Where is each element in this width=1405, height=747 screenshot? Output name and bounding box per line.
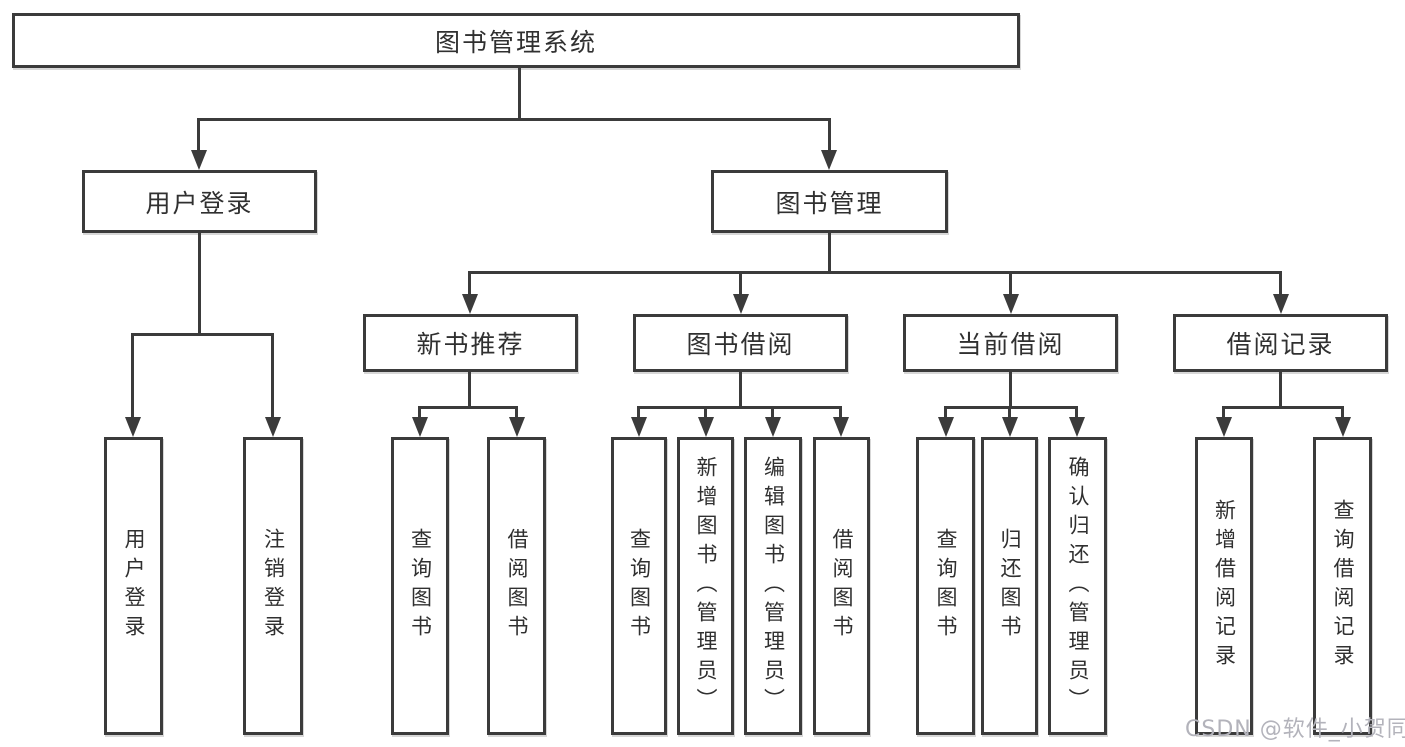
node-label: 当前借阅 [956,330,1065,359]
connector-line [839,406,842,418]
connector-line [468,271,471,295]
node-label: 查询借阅记录 [1331,499,1355,673]
arrow-down-icon [1273,294,1289,314]
leaf-query-books: 查询图书 [611,437,667,735]
node-current-borrow: 当前借阅 [903,314,1118,372]
node-label: 借阅记录 [1226,330,1335,359]
connector-line [418,406,421,418]
arrow-down-icon [509,417,525,437]
node-label: 新增借阅记录 [1212,499,1237,673]
connector-line [418,406,518,409]
arrow-down-icon [1335,417,1351,437]
connector-line [1009,271,1012,295]
connector-line [739,372,742,409]
node-label: 借阅图书 [830,528,854,644]
leaf-logout: 注销登录 [243,437,303,735]
arrow-down-icon [1216,417,1232,437]
connector-line [1341,406,1344,418]
arrow-down-icon [191,150,207,170]
node-borrow-record: 借阅记录 [1173,314,1388,372]
connector-line [828,118,831,151]
leaf-confirm-return-admin: 确认归还（管理员） [1048,437,1107,735]
node-label: 查询图书 [627,528,652,644]
leaf-query-borrow-record: 查询借阅记录 [1313,437,1372,735]
node-user-login: 用户登录 [82,170,317,233]
connector-line [1075,406,1078,418]
connector-line [468,372,471,409]
connector-line [518,68,521,119]
leaf-user-login: 用户登录 [104,437,163,735]
arrow-down-icon [938,417,954,437]
connector-line [1222,406,1225,418]
node-label: 新书推荐 [416,330,525,359]
arrow-down-icon [1002,417,1018,437]
arrow-down-icon [462,294,478,314]
leaf-add-borrow-record: 新增借阅记录 [1195,437,1253,735]
node-label: 用户登录 [122,528,146,644]
leaf-borrow-books: 借阅图书 [813,437,870,735]
connector-line [637,406,640,418]
connector-line [704,406,707,418]
leaf-return-books: 归还图书 [981,437,1038,735]
connector-line [1009,372,1012,409]
node-label: 用户登录 [145,188,254,218]
arrow-down-icon [1069,417,1085,437]
connector-line [944,406,947,418]
arrow-down-icon [631,417,647,437]
node-label: 查询图书 [934,528,958,644]
connector-line [468,271,1282,274]
arrow-down-icon [698,417,714,437]
node-label: 借阅图书 [505,528,529,644]
leaf-query-books: 查询图书 [391,437,449,735]
node-label: 编辑图书（管理员） [761,455,786,717]
connector-line [271,333,274,418]
node-label: 图书借阅 [686,330,795,359]
connector-line [739,271,742,295]
connector-line [828,233,831,274]
arrow-down-icon [833,417,849,437]
node-label: 图书管理系统 [434,27,597,57]
arrow-down-icon [412,417,428,437]
node-book-management: 图书管理 [711,170,948,233]
connector-line [515,406,518,418]
arrow-down-icon [1003,294,1019,314]
arrow-down-icon [125,417,141,437]
connector-line [197,118,200,151]
node-label: 查询图书 [408,528,433,644]
connector-line [637,406,842,409]
arrow-down-icon [765,417,781,437]
connector-line [1279,271,1282,295]
node-root-library-system: 图书管理系统 [12,13,1020,68]
connector-line [131,333,134,418]
connector-line [131,333,274,336]
node-label: 图书管理 [775,188,884,218]
node-label: 确认归还（管理员） [1066,455,1090,717]
node-book-borrow: 图书借阅 [633,314,848,372]
arrow-down-icon [821,150,837,170]
connector-line [771,406,774,418]
node-label: 归还图书 [998,528,1022,644]
connector-line [1222,406,1342,409]
connector-line [944,406,1078,409]
csdn-watermark: CSDN @软件_小贺同学 [1185,717,1405,742]
connector-line [1008,406,1011,418]
connector-line [1279,372,1282,409]
node-label: 注销登录 [261,528,286,644]
connector-line [197,118,831,121]
leaf-borrow-books: 借阅图书 [487,437,546,735]
leaf-query-books: 查询图书 [916,437,975,735]
arrow-down-icon [265,417,281,437]
leaf-add-book-admin: 新增图书（管理员） [677,437,734,735]
leaf-edit-book-admin: 编辑图书（管理员） [744,437,802,735]
connector-line [198,233,201,336]
node-new-book-recommend: 新书推荐 [363,314,578,372]
node-label: 新增图书（管理员） [694,455,718,717]
arrow-down-icon [733,294,749,314]
